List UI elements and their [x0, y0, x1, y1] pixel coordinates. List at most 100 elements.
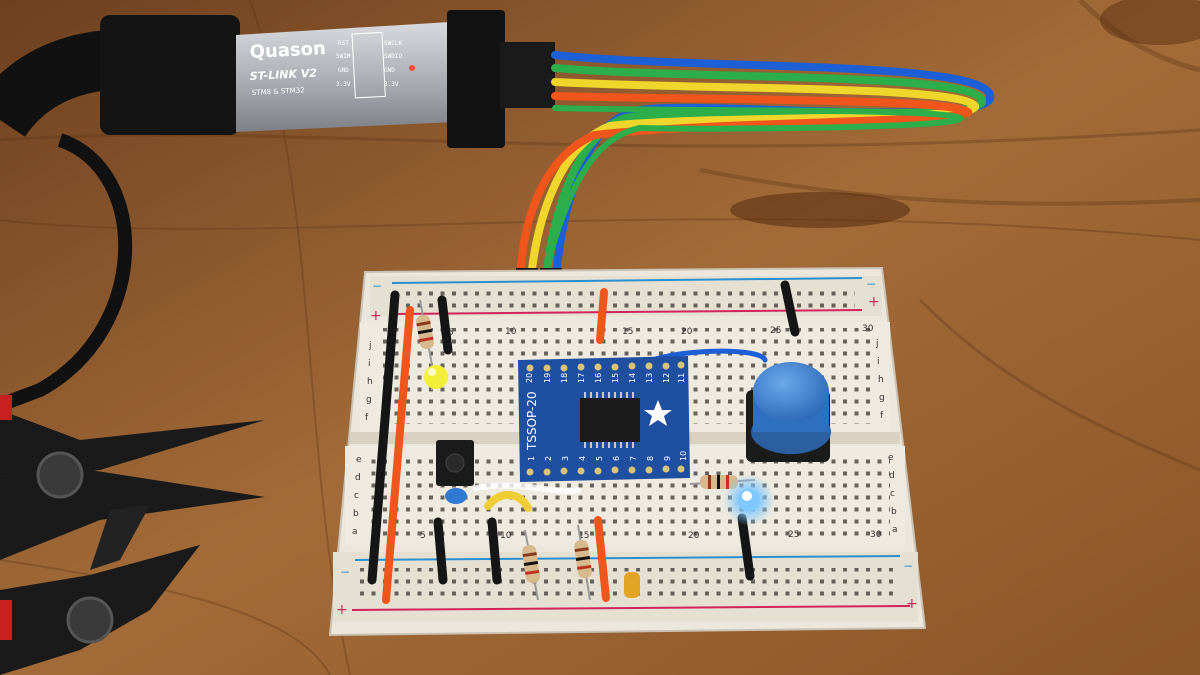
breakout-pin-numbers-bottom: 1 2 3 4 5 6 7 8 9 10	[527, 451, 688, 461]
svg-text:19: 19	[543, 373, 552, 383]
adafruit-star-logo	[644, 400, 672, 426]
capacitor-yellow-bent	[484, 491, 532, 512]
row-letters-right: j i h g f e d c b a	[875, 339, 898, 535]
svg-text:c: c	[354, 491, 359, 501]
svg-text:h: h	[367, 377, 373, 387]
svg-text:20: 20	[681, 327, 693, 337]
tssop-breakout: TSSOP-20 20 19 18 17 16 15 14 13 12 11 1…	[518, 356, 690, 482]
svg-text:i: i	[368, 359, 371, 369]
svg-text:13: 13	[645, 373, 654, 383]
rail-minus-top-right: −	[866, 277, 876, 291]
svg-text:25: 25	[788, 530, 799, 540]
svg-text:g: g	[366, 395, 372, 405]
rail-plus-bottom-right: +	[906, 596, 918, 612]
capacitor-blue	[445, 488, 467, 504]
svg-text:25: 25	[770, 326, 781, 336]
svg-text:18: 18	[560, 373, 569, 383]
svg-text:f: f	[880, 411, 884, 421]
pin-label-rst: RST	[338, 40, 349, 47]
rail-plus-top-left: +	[370, 308, 382, 324]
svg-text:15: 15	[578, 531, 589, 541]
svg-text:9: 9	[663, 456, 672, 461]
resistor-bottom-2	[574, 524, 592, 601]
svg-text:15: 15	[622, 327, 633, 337]
cutting-pliers	[0, 395, 265, 675]
tactile-switch	[436, 440, 474, 486]
svg-text:20: 20	[525, 373, 534, 383]
capacitor-tantalum	[624, 572, 640, 598]
column-numbers-bottom: 5 10 15 20 25 30	[420, 530, 882, 541]
pin-label-swdio: SWDIO	[384, 53, 402, 60]
svg-text:30: 30	[870, 530, 882, 540]
resistor-bottom-1	[522, 529, 540, 601]
svg-text:b: b	[353, 509, 359, 519]
svg-text:j: j	[368, 341, 372, 351]
led-blue	[723, 474, 775, 526]
pin-label-3v3-right: 3.3V	[384, 81, 399, 88]
svg-text:2: 2	[544, 456, 553, 461]
pin-label-swim: SWIM	[336, 53, 351, 60]
rail-minus-bottom-right: −	[903, 559, 913, 573]
wood-knot	[730, 192, 910, 228]
st-link-programmer: Quason ST-LINK V2 STM8 & STM32 RST SWIM …	[100, 10, 555, 148]
svg-text:g: g	[879, 393, 885, 403]
svg-text:a: a	[892, 525, 898, 535]
svg-text:7: 7	[629, 456, 638, 461]
svg-text:h: h	[878, 375, 884, 385]
svg-text:20: 20	[688, 531, 700, 541]
ribbon-cable	[516, 51, 994, 294]
svg-text:12: 12	[662, 373, 671, 383]
svg-text:17: 17	[577, 373, 586, 383]
svg-text:d: d	[355, 473, 361, 483]
resistor-top	[416, 299, 434, 366]
svg-text:30: 30	[862, 324, 874, 334]
programmer-model: ST-LINK V2	[249, 66, 317, 83]
column-numbers-top: 5 10 15 20 25 30	[448, 324, 874, 338]
pin-label-swclk: SWCLK	[384, 40, 402, 47]
svg-text:a: a	[352, 527, 358, 537]
svg-text:10: 10	[500, 531, 512, 541]
svg-text:c: c	[890, 489, 895, 499]
rail-minus-bottom-left: −	[340, 565, 350, 579]
svg-text:6: 6	[612, 456, 621, 461]
programmer-subtitle: STM8 & STM32	[252, 86, 305, 97]
svg-text:i: i	[877, 357, 880, 367]
svg-text:j: j	[875, 339, 879, 349]
programmer-header	[447, 10, 505, 148]
svg-text:15: 15	[611, 373, 620, 383]
svg-text:5: 5	[420, 531, 426, 541]
svg-text:10: 10	[679, 451, 688, 461]
programmer-brand: Quason	[249, 38, 326, 63]
svg-text:14: 14	[628, 373, 637, 383]
rail-plus-bottom-left: +	[336, 602, 348, 618]
svg-text:d: d	[889, 471, 895, 481]
svg-text:1: 1	[527, 456, 536, 461]
pin-label-gnd-right: GND	[384, 67, 395, 74]
tssop-chip	[580, 398, 640, 442]
pin-label-gnd-left: GND	[338, 67, 349, 74]
svg-text:4: 4	[578, 456, 587, 461]
breakout-pin-numbers-top: 20 19 18 17 16 15 14 13 12 11	[525, 373, 686, 383]
big-push-button	[746, 362, 831, 462]
pin-label-3v3-left: 3.3V	[336, 81, 351, 88]
svg-text:3: 3	[561, 456, 570, 461]
breakout-label: TSSOP-20	[525, 391, 539, 451]
rail-plus-top-right: +	[868, 294, 880, 310]
rail-minus-top-left: −	[372, 279, 382, 293]
svg-text:10: 10	[505, 327, 517, 337]
svg-text:16: 16	[594, 373, 603, 383]
svg-text:e: e	[888, 453, 894, 463]
led-yellow	[424, 365, 448, 390]
programmer-status-led	[409, 65, 415, 71]
svg-text:5: 5	[595, 456, 604, 461]
svg-text:e: e	[356, 455, 362, 465]
row-letters-left: j i h g f e d c b a	[352, 341, 373, 537]
breakout-header-bottom	[526, 465, 685, 476]
svg-text:f: f	[365, 413, 369, 423]
svg-text:5: 5	[448, 328, 454, 338]
svg-text:b: b	[891, 507, 897, 517]
svg-text:8: 8	[646, 456, 655, 461]
breakout-header-top	[526, 361, 685, 372]
